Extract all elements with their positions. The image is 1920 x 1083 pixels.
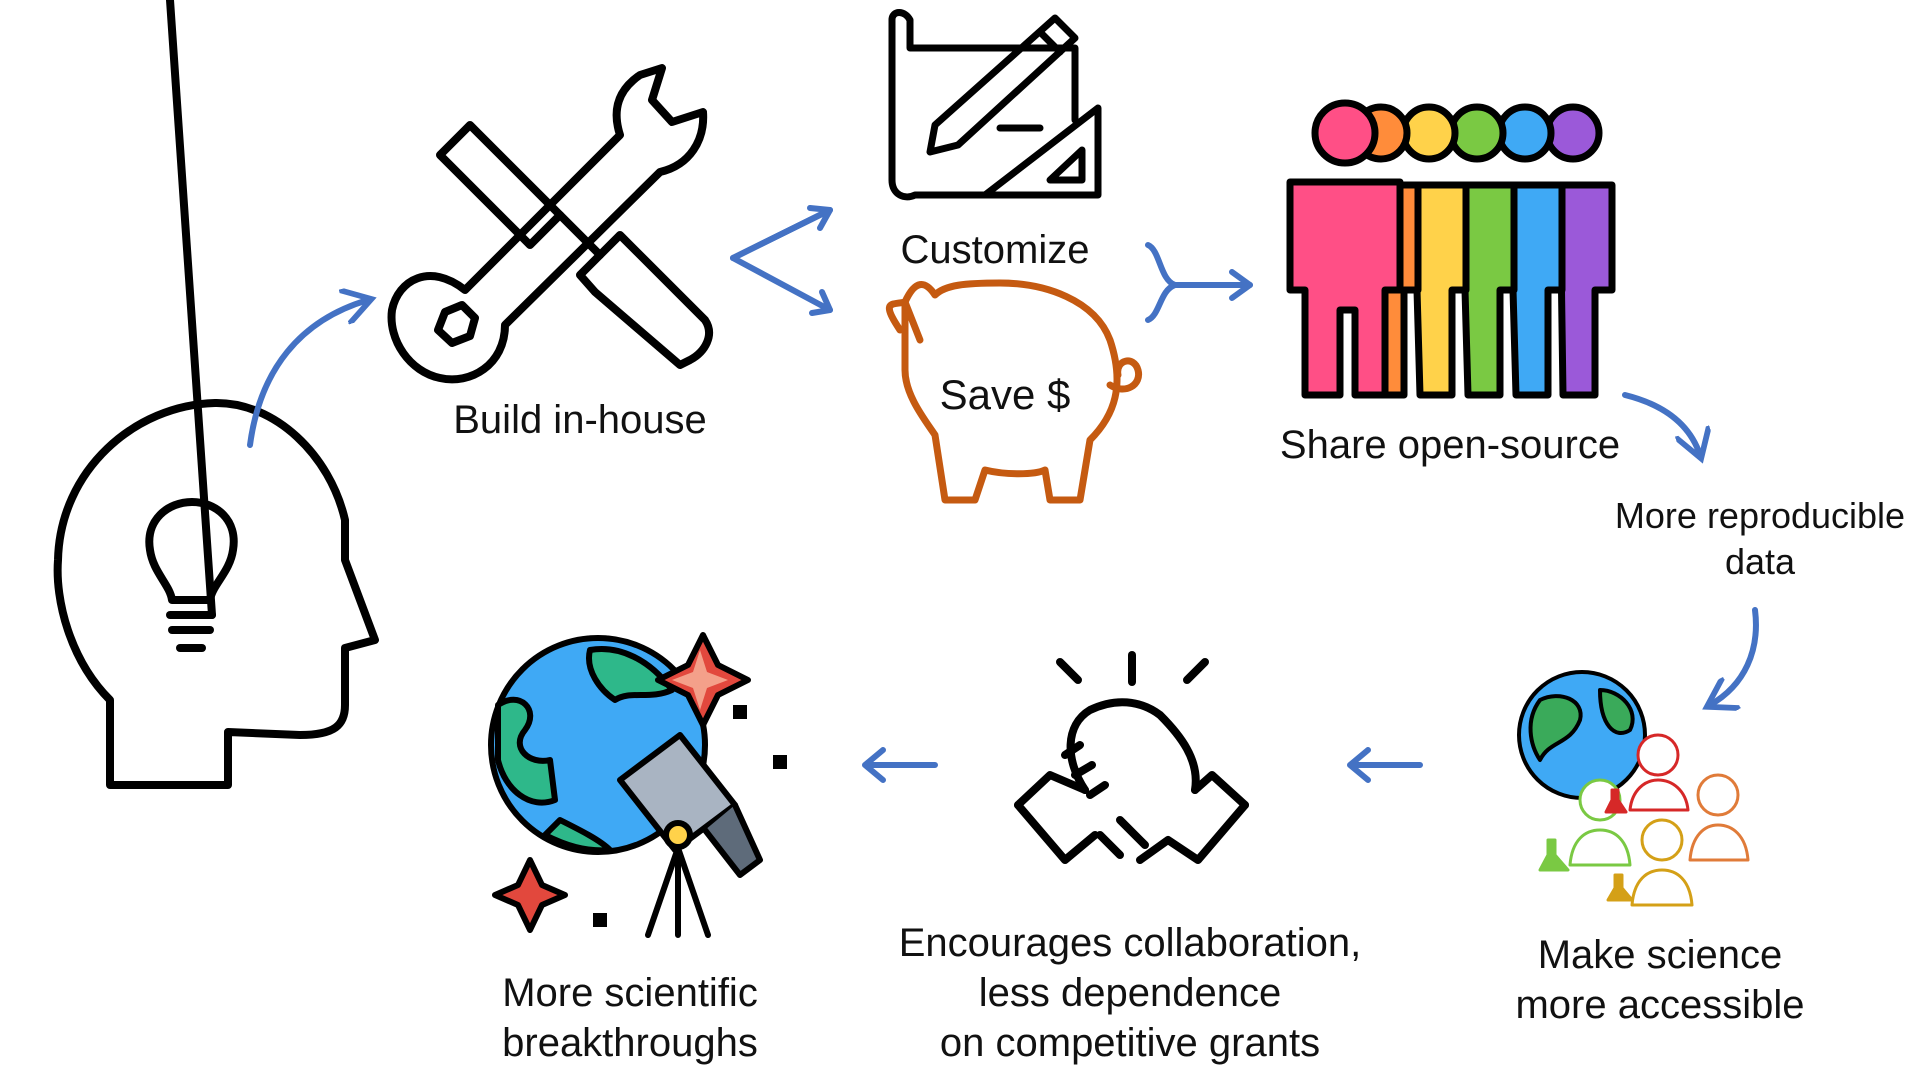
arrow-merge-to-share [1148, 245, 1250, 320]
arrow-reproducible-to-accessible [1710, 610, 1756, 705]
breakthroughs-label: More scientific breakthroughs [440, 968, 820, 1068]
tools-icon [392, 68, 709, 379]
customize-label: Customize [860, 225, 1130, 275]
share-label: Share open-source [1245, 420, 1655, 470]
arrow-accessible-to-collaboration [1350, 750, 1420, 780]
reproducible-label: More reproducible data [1595, 493, 1920, 585]
accessible-label: Make science more accessible [1480, 930, 1840, 1030]
arrow-collaboration-to-breakthroughs [865, 750, 935, 780]
head-lightbulb-icon [58, 0, 375, 785]
arrow-build-to-save [733, 258, 830, 310]
blueprint-pencil-icon [892, 13, 1098, 197]
globe-telescope-icon [491, 635, 787, 935]
arrow-build-to-customize-line [733, 210, 830, 258]
arrow-idea-to-build [250, 300, 368, 445]
collaboration-label: Encourages collaboration, less dependenc… [860, 918, 1400, 1068]
save-label: Save $ [905, 370, 1105, 420]
rainbow-people-icon [1290, 103, 1612, 395]
handshake-icon [1018, 655, 1245, 860]
globe-scientists-icon [1519, 672, 1748, 905]
build-label: Build in-house [420, 395, 740, 445]
